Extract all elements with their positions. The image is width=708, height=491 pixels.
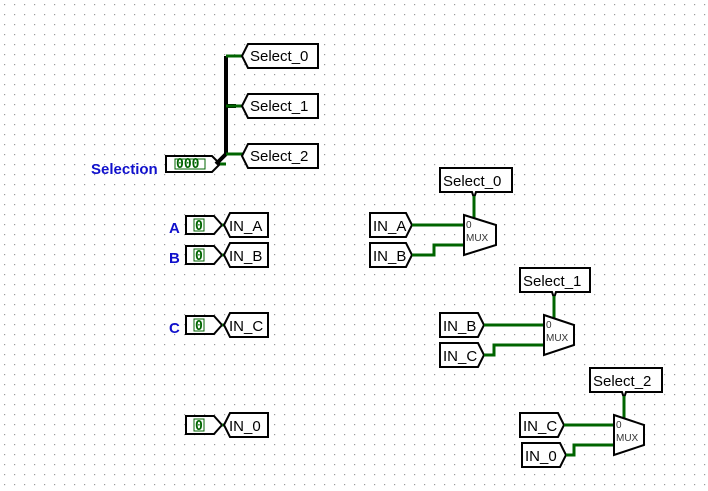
selection-pin-label: Selection xyxy=(91,161,158,178)
mux-2-in0-tunnel[interactable]: IN_B xyxy=(439,312,486,338)
tunnel-in-c-label: IN_C xyxy=(229,318,263,335)
tunnel-in-b-label: IN_B xyxy=(229,248,262,265)
selection-value: 000 xyxy=(176,157,200,172)
tunnel-in-0[interactable]: IN_0 xyxy=(222,412,269,438)
mux-2-in0-label: IN_B xyxy=(443,318,476,335)
pin-b-label: B xyxy=(169,250,180,267)
input-pin-const-row: 0 IN_0 xyxy=(185,412,269,438)
mux-1[interactable]: 0 MUX xyxy=(463,213,497,257)
mux-1-select-tunnel[interactable]: Select_0 xyxy=(439,167,513,202)
mux-1-in0-label: IN_A xyxy=(373,218,406,235)
tunnel-in-c[interactable]: IN_C xyxy=(222,312,269,338)
tunnel-select-0[interactable]: Select_0 xyxy=(240,43,319,69)
mux-3-in0-tunnel[interactable]: IN_C xyxy=(519,412,566,438)
mux-2-group: Select_1 IN_B IN_C 0 MUX xyxy=(439,267,591,368)
mux-3-in1-label: IN_0 xyxy=(525,448,557,465)
input-pin-b[interactable]: 0 xyxy=(185,245,224,265)
selection-input-pin[interactable]: 000 xyxy=(165,155,222,173)
mux-3-in0-label: IN_C xyxy=(523,418,557,435)
mux-2-label: MUX xyxy=(546,333,569,344)
mux-2[interactable]: 0 MUX xyxy=(543,313,575,357)
mux-2-in1-tunnel[interactable]: IN_C xyxy=(439,342,486,368)
tunnel-in-b[interactable]: IN_B xyxy=(222,242,269,268)
input-pin-c-row: C 0 IN_C xyxy=(169,312,269,338)
tunnel-select-1[interactable]: Select_1 xyxy=(240,93,319,119)
input-pin-a-row: A 0 IN_A xyxy=(169,212,269,238)
mux-2-zero: 0 xyxy=(546,320,552,331)
mux-2-in1-label: IN_C xyxy=(443,348,477,365)
mux-2-select-tunnel[interactable]: Select_1 xyxy=(519,267,591,302)
input-pin-b-row: B 0 IN_B xyxy=(169,242,269,268)
tunnel-select-2-label: Select_2 xyxy=(250,148,308,165)
input-pin-a[interactable]: 0 xyxy=(185,215,224,235)
mux-3-label: MUX xyxy=(616,433,639,444)
mux-1-in0-tunnel[interactable]: IN_A xyxy=(369,212,414,238)
tunnel-in-a[interactable]: IN_A xyxy=(222,212,269,238)
tunnel-select-2[interactable]: Select_2 xyxy=(240,143,319,169)
tunnel-in-0-label: IN_0 xyxy=(229,418,261,435)
mux-1-in1-label: IN_B xyxy=(373,248,406,265)
pin-c-label: C xyxy=(169,320,180,337)
pin-a-value: 0 xyxy=(195,219,203,234)
mux-3-zero: 0 xyxy=(616,420,622,431)
mux-3-select-label: Select_2 xyxy=(593,373,651,390)
mux-3[interactable]: 0 MUX xyxy=(613,413,645,457)
mux-1-group: Select_0 IN_A IN_B 0 MUX xyxy=(369,167,513,268)
input-pin-c[interactable]: 0 xyxy=(185,315,224,335)
mux-3-select-tunnel[interactable]: Select_2 xyxy=(589,367,663,402)
mux-1-in1-tunnel[interactable]: IN_B xyxy=(369,242,414,268)
mux-3-group: Select_2 IN_C IN_0 0 MUX xyxy=(519,367,663,468)
tunnel-in-a-label: IN_A xyxy=(229,218,262,235)
pin-b-value: 0 xyxy=(195,249,203,264)
mux-3-in1-tunnel[interactable]: IN_0 xyxy=(521,442,568,468)
pin-c-value: 0 xyxy=(195,319,203,334)
pin-const-value: 0 xyxy=(195,419,203,434)
tunnel-select-1-label: Select_1 xyxy=(250,98,308,115)
pin-a-label: A xyxy=(169,220,180,237)
tunnel-select-0-label: Select_0 xyxy=(250,48,308,65)
mux-1-select-label: Select_0 xyxy=(443,173,501,190)
mux-1-label: MUX xyxy=(466,233,489,244)
input-pin-const[interactable]: 0 xyxy=(185,415,224,435)
mux-2-select-label: Select_1 xyxy=(523,273,581,290)
mux-1-zero: 0 xyxy=(466,220,472,231)
